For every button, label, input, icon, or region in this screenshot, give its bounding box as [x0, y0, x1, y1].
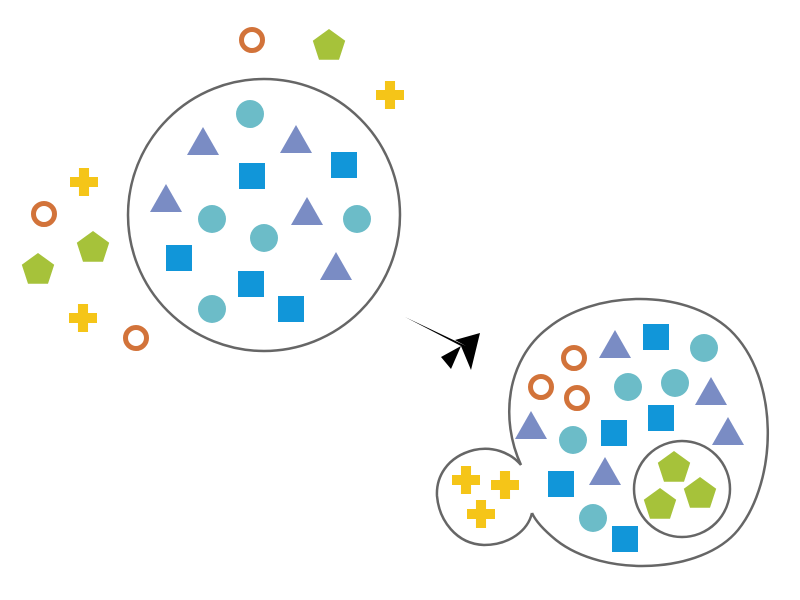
triangle-icon [712, 417, 744, 445]
large-cell-contents [515, 324, 744, 552]
pentagon-icon [312, 29, 346, 60]
circle-icon [250, 224, 278, 252]
triangle-icon [291, 197, 323, 225]
square-icon [278, 296, 304, 322]
circle-icon [614, 373, 642, 401]
square-icon [331, 152, 357, 178]
square-icon [601, 420, 627, 446]
cross-icon [452, 466, 480, 494]
ring-icon [528, 374, 554, 400]
circle-icon [198, 295, 226, 323]
pentagon-icon [76, 231, 110, 262]
circle-icon [661, 369, 689, 397]
ring-icon [239, 27, 265, 53]
cross-icon [491, 471, 519, 499]
original-cell-membrane [126, 77, 402, 353]
square-icon [612, 526, 638, 552]
cross-icon [69, 304, 97, 332]
square-icon [166, 245, 192, 271]
circle-icon [579, 504, 607, 532]
ring-icon [123, 325, 149, 351]
circle-icon [236, 100, 264, 128]
square-icon [548, 471, 574, 497]
square-icon [239, 163, 265, 189]
bud-membrane [435, 447, 534, 547]
pentagon-icon [683, 477, 717, 508]
external-particles [21, 27, 404, 351]
cross-icon [467, 500, 495, 528]
triangle-icon [589, 457, 621, 485]
triangle-icon [150, 184, 182, 212]
square-icon [648, 405, 674, 431]
arrow-icon [405, 317, 480, 370]
square-icon [238, 271, 264, 297]
circle-icon [690, 334, 718, 362]
circle-icon [343, 205, 371, 233]
original-cell-contents [150, 100, 371, 323]
inner-compartment-contents [643, 451, 717, 519]
cross-icon [70, 168, 98, 196]
triangle-icon [320, 252, 352, 280]
pentagon-icon [21, 253, 55, 284]
circle-icon [198, 205, 226, 233]
triangle-icon [695, 377, 727, 405]
ring-icon [31, 201, 57, 227]
triangle-icon [187, 127, 219, 155]
triangle-icon [515, 411, 547, 439]
large-cell-membrane [508, 297, 769, 568]
ring-icon [561, 345, 587, 371]
cross-icon [376, 81, 404, 109]
triangle-icon [599, 330, 631, 358]
pentagon-icon [657, 451, 691, 482]
ring-icon [564, 385, 590, 411]
inner-compartment-membrane [632, 439, 732, 539]
pentagon-icon [643, 488, 677, 519]
bud-contents [452, 466, 519, 528]
circle-icon [559, 426, 587, 454]
square-icon [643, 324, 669, 350]
triangle-icon [280, 125, 312, 153]
